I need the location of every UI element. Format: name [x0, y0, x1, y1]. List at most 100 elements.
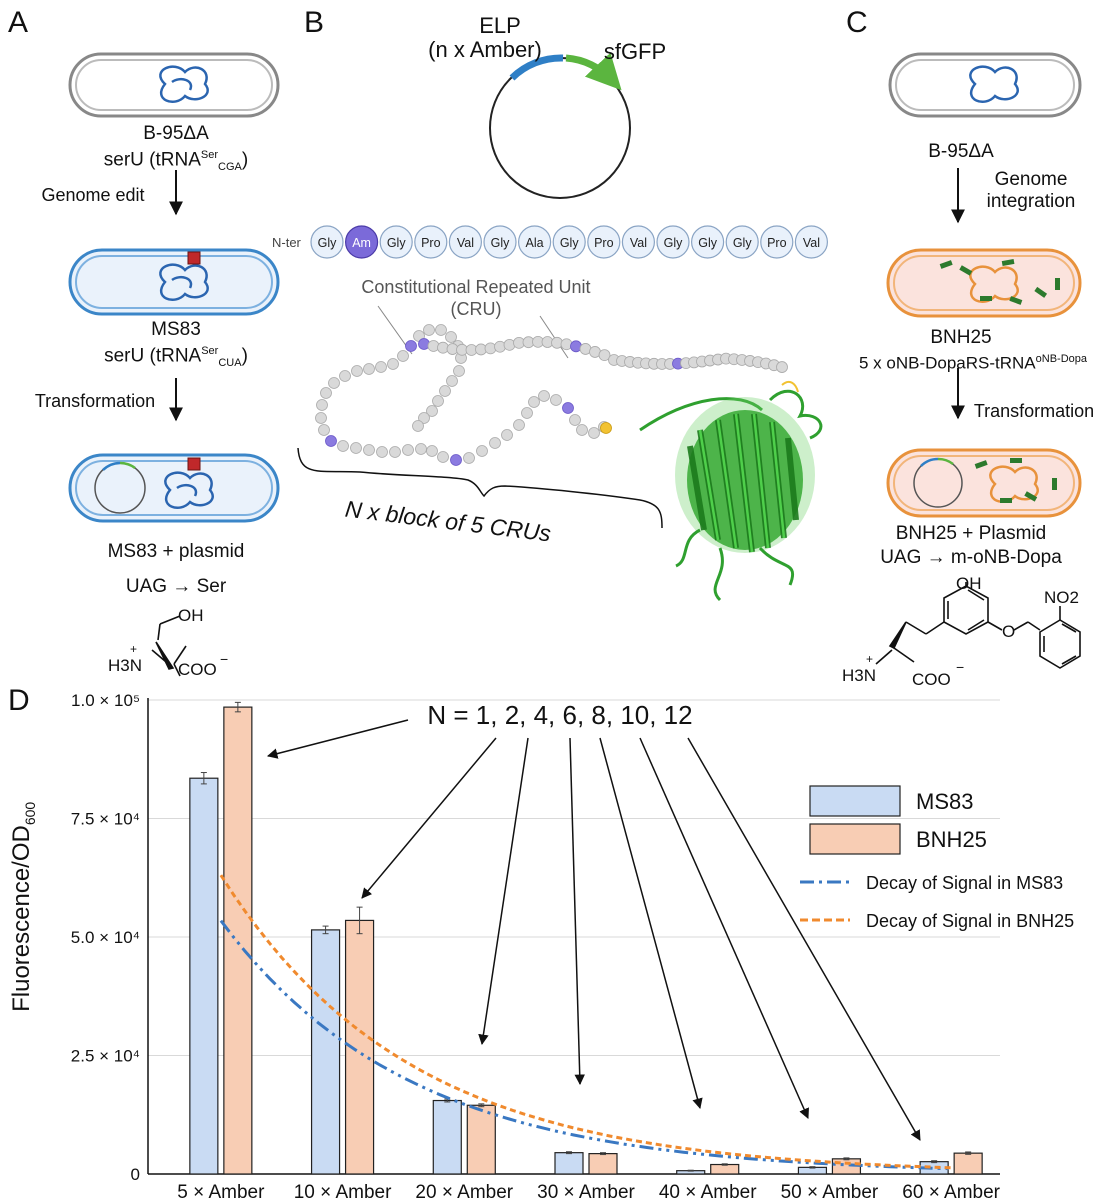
bead	[550, 394, 562, 406]
cell-b95-a	[68, 52, 280, 118]
bead	[446, 375, 458, 387]
residue	[794, 225, 829, 259]
bead	[316, 399, 328, 411]
chem-plus-a: +	[130, 642, 138, 656]
strain-bnh25-plasmid-label: BNH25 + Plasmid	[895, 523, 1047, 544]
residue	[621, 225, 656, 259]
panel-c	[875, 52, 1082, 669]
residue-label: Gly	[491, 236, 511, 250]
bar-ms83	[432, 1099, 462, 1175]
bead	[569, 414, 581, 426]
panel-a	[68, 52, 280, 677]
panel-label-a: A	[8, 6, 29, 39]
bead	[776, 361, 788, 373]
residue-label: Pro	[594, 236, 614, 250]
reaction-dopa: UAG → m-oNB-Dopa	[880, 547, 1062, 568]
gene-close: )	[241, 149, 249, 171]
annotation-arrow	[569, 737, 585, 1086]
bead	[351, 365, 363, 377]
cru-label: Constitutional Repeated Unit	[361, 277, 591, 297]
bead	[376, 446, 388, 458]
bead	[513, 419, 525, 431]
trendline	[219, 874, 952, 1170]
serine-structure	[151, 615, 187, 677]
cell-bnh25	[886, 248, 1082, 318]
bar-bnh25	[466, 1104, 496, 1175]
legend-label: MS83	[916, 789, 973, 814]
step-transformation-a: Transformation	[34, 391, 156, 411]
annotation-arrow	[361, 737, 497, 899]
x-tick-label: 40 × Amber	[659, 1182, 757, 1200]
bead-amber	[562, 402, 574, 414]
residue-label: Gly	[733, 236, 753, 250]
x-tick-label: 5 × Amber	[177, 1182, 265, 1200]
gene-close: )	[241, 345, 248, 367]
legend-label: Decay of Signal in MS83	[866, 873, 1063, 893]
residue-amber	[345, 225, 379, 259]
bead-amber	[418, 338, 430, 350]
residue-label: Pro	[767, 236, 787, 250]
chem-h3n-c: H3N	[842, 666, 877, 685]
cell-b95-c	[888, 52, 1082, 118]
bead	[328, 377, 340, 389]
residue-label: Gly	[318, 236, 338, 250]
y-tick-label: 1.0 × 10⁵	[71, 691, 140, 710]
chem-coo-c: COO	[912, 670, 951, 689]
bead	[375, 361, 387, 373]
annotation-arrow	[639, 737, 809, 1119]
bead	[389, 446, 401, 458]
bead	[538, 390, 550, 402]
bead	[363, 363, 375, 375]
residue	[379, 225, 413, 259]
bead	[435, 324, 447, 336]
gene-sup: Ser	[200, 149, 219, 161]
residue	[448, 225, 482, 259]
strain-bnh25-label: BNH25	[930, 327, 992, 348]
strain-ms83-label: MS83	[151, 319, 201, 340]
bead	[501, 429, 513, 441]
residue-label: Am	[352, 236, 371, 250]
nter-label: N-ter	[272, 235, 302, 250]
legend-swatch	[809, 823, 901, 855]
bead	[560, 338, 573, 351]
annotation-arrow	[599, 737, 703, 1110]
bar-bnh25	[223, 706, 253, 1175]
residue	[483, 225, 517, 259]
strain-b95-c-label: B-95ΔA	[928, 141, 994, 162]
residue-label: Gly	[664, 236, 684, 250]
plasmid-gfp-label: sfGFP	[603, 39, 667, 64]
bead	[318, 424, 330, 436]
bead-amber	[405, 340, 417, 352]
cell-ms83-plasmid	[68, 453, 280, 523]
step-genome-edit: Genome edit	[41, 185, 145, 205]
legend-label: BNH25	[916, 827, 987, 852]
chem-oh-a: OH	[178, 606, 204, 625]
annotation-arrow	[478, 737, 529, 1046]
cru-callout-line-right	[539, 315, 569, 359]
bar-ms83	[554, 1152, 584, 1175]
bead	[426, 405, 438, 417]
chem-plus-c: +	[866, 652, 874, 666]
bead	[337, 440, 349, 452]
bead-terminal	[600, 422, 612, 434]
residue	[552, 225, 586, 259]
bead	[402, 444, 414, 456]
annotation-arrow	[687, 737, 921, 1141]
residue-label: Ala	[526, 236, 544, 250]
bead	[503, 338, 516, 351]
bead	[415, 443, 427, 455]
chem-o-c: O	[1002, 622, 1016, 641]
residue	[690, 225, 725, 259]
x-tick-label: 30 × Amber	[537, 1182, 635, 1200]
bead	[588, 427, 600, 439]
bead	[439, 385, 451, 397]
legend-label: Decay of Signal in BNH25	[866, 911, 1074, 931]
residue-label: Val	[803, 236, 820, 250]
residue-label: Pro	[421, 236, 441, 250]
chem-oh-c: OH	[956, 574, 982, 593]
residue	[656, 225, 690, 259]
sfgfp-structure	[639, 389, 823, 602]
bead	[315, 412, 327, 424]
residue	[725, 225, 759, 259]
bead	[320, 387, 332, 399]
